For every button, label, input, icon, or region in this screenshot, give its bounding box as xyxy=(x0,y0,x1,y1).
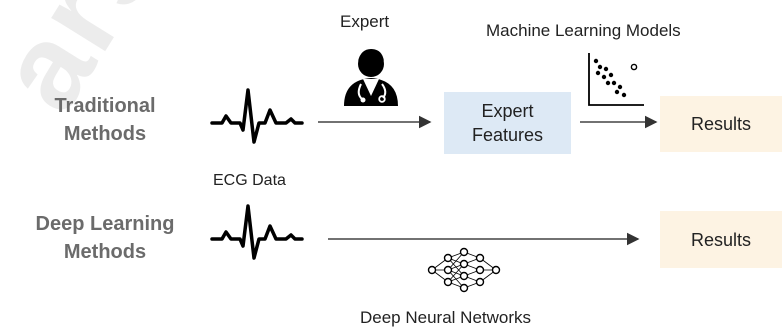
scatter-plot-icon xyxy=(588,53,644,106)
results-label: Results xyxy=(690,229,752,250)
traditional-title-line1: Traditional xyxy=(54,95,156,117)
results-label: Results xyxy=(690,114,752,134)
traditional-methods-title: Traditional Methods xyxy=(30,92,180,148)
ecg-data-label: ECG Data xyxy=(213,172,286,189)
doctor-icon xyxy=(344,49,398,106)
deep-title-line1: Deep Learning xyxy=(35,213,175,235)
expert-features-box: Expert Features xyxy=(444,92,571,154)
expert-features-line1: Expert xyxy=(481,101,534,121)
deep-learning-methods-title: Deep Learning Methods xyxy=(12,210,198,266)
traditional-title-line2: Methods xyxy=(63,123,147,145)
dnn-label: Deep Neural Networks xyxy=(360,308,532,327)
deep-title-line2: Methods xyxy=(63,241,147,263)
expert-features-line2: Features xyxy=(471,125,544,145)
ecg-waveform-icon xyxy=(210,88,304,144)
results-box-traditional: Results xyxy=(660,96,782,152)
expert-label: Expert xyxy=(340,12,390,31)
neural-network-icon xyxy=(427,247,501,293)
ml-models-label: Machine Learning Models xyxy=(486,21,681,40)
ecg-waveform-icon xyxy=(210,204,304,260)
results-box-deep: Results xyxy=(660,211,782,268)
